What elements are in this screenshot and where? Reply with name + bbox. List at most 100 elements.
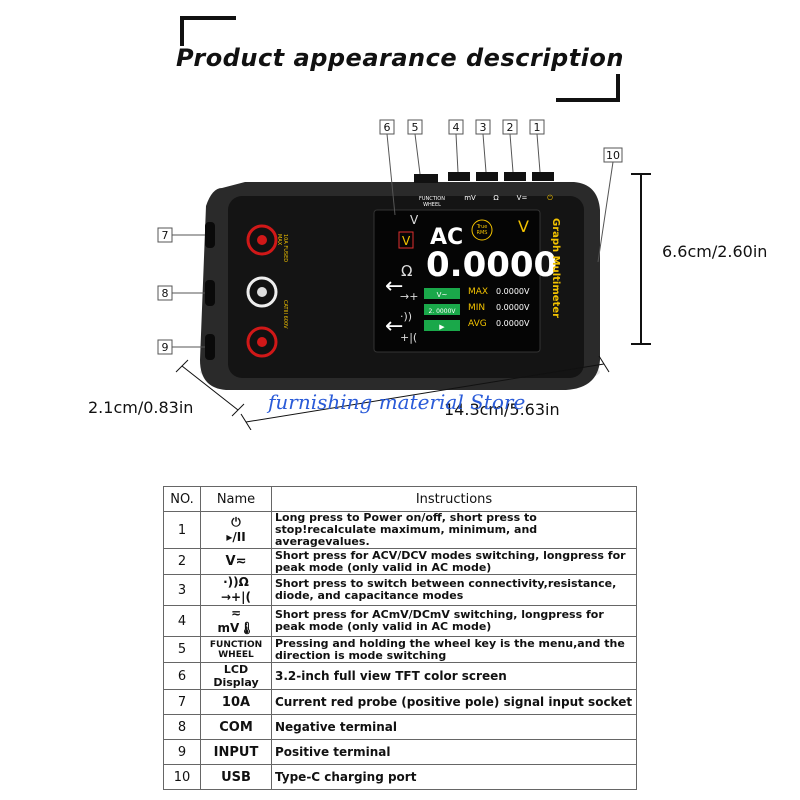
svg-text:2: 2 (507, 121, 514, 134)
row-name: V≂ (200, 548, 272, 575)
dimension-depth: 2.1cm/0.83in (88, 398, 194, 417)
row-no: 6 (163, 662, 201, 690)
screen-unit: V (518, 217, 529, 236)
screen-button-1 (424, 288, 460, 299)
svg-text:1: 1 (534, 121, 541, 134)
row-name: INPUT (200, 739, 272, 765)
jack-cat-label: CATIII 600V (282, 300, 288, 329)
jack-com-core (257, 287, 267, 297)
table-row: 1 ⏻▸/II Long press to Power on/off, shor… (163, 511, 637, 549)
continuity-ohm-diode-icon: ·))Ω→+|( (221, 575, 251, 604)
screen-reading: 0.0000 (426, 245, 557, 285)
svg-text:6: 6 (384, 121, 391, 134)
jack-fused-label: 10A FUSEDMAX (276, 234, 288, 262)
power-icon: ⏻ (547, 194, 553, 202)
avg-label: AVG (468, 319, 487, 329)
table-row: 3 ·))Ω→+|( Short press to switch between… (163, 574, 637, 606)
jack-10a-core (257, 235, 267, 245)
max-value: 0.0000V (496, 287, 530, 296)
side-text: Graph Multimeter (550, 218, 561, 318)
screen-mode: AC (430, 225, 463, 250)
table-row: 8 COM Negative terminal (163, 714, 637, 740)
row-no: 8 (163, 714, 201, 740)
instructions-table: NO. Name Instructions 1 ⏻▸/II Long press… (163, 486, 637, 790)
jack-input-core (257, 337, 267, 347)
svg-text:9: 9 (162, 341, 169, 354)
table-header-row: NO. Name Instructions (163, 486, 637, 512)
table-row: 2 V≂ Short press for ACV/DCV modes switc… (163, 548, 637, 575)
svg-text:10: 10 (606, 149, 620, 162)
title-corner-top-left-stem (180, 16, 184, 46)
top-buttons (414, 172, 554, 183)
row-text: Pressing and holding the wheel key is th… (271, 636, 637, 663)
table-row: 6 LCD Display 3.2-inch full view TFT col… (163, 662, 637, 690)
row-name: USB (200, 764, 272, 790)
header-name: Name (200, 486, 272, 512)
avg-value: 0.0000V (496, 319, 530, 328)
arrow-left-icon: ← (385, 274, 403, 299)
label-mv: mV (464, 194, 476, 202)
row-text: Short press for ACV/DCV modes switching,… (271, 548, 637, 575)
row-name: 10A (200, 689, 272, 715)
min-label: MIN (468, 303, 485, 313)
row-no: 1 (163, 511, 201, 549)
watermark: furnishing material Store (268, 390, 526, 414)
header-instructions: Instructions (271, 486, 637, 512)
row-no: 2 (163, 548, 201, 575)
row-name: ≂mV🌡 (200, 605, 272, 637)
callouts: 1 2 3 4 5 6 7 8 9 10 (157, 119, 623, 355)
table-row: 10 USB Type-C charging port (163, 764, 637, 790)
svg-text:5: 5 (412, 121, 419, 134)
true-rms-badge (471, 219, 493, 241)
screen-button-1-label: V~ (437, 291, 448, 299)
svg-text:4: 4 (453, 121, 460, 134)
label-ohm-icon: Ω (493, 194, 499, 202)
side-ports (205, 222, 215, 360)
svg-text:7: 7 (162, 229, 169, 242)
table-row: 4 ≂mV🌡 Short press for ACmV/DCmV switchi… (163, 605, 637, 637)
max-label: MAX (468, 287, 488, 297)
row-text: Current red probe (positive pole) signal… (271, 689, 637, 715)
screen-v-icon: V (410, 213, 419, 227)
header-no: NO. (163, 486, 201, 512)
millivolt-temp-icon: ≂mV🌡 (217, 606, 255, 635)
arrow-left-icon: ← (385, 314, 403, 339)
row-text: Type-C charging port (271, 764, 637, 790)
screen-button-2-label: 2. 0000V (428, 308, 456, 315)
screen-button-3-label: ▶ (439, 323, 445, 331)
row-no: 4 (163, 605, 201, 637)
capacitor-icon: +|( (400, 331, 417, 344)
continuity-icon: ·)) (400, 310, 412, 323)
row-no: 7 (163, 689, 201, 715)
svg-text:3: 3 (480, 121, 487, 134)
screen-ohm-icon: Ω (401, 262, 412, 280)
row-text: Long press to Power on/off, short press … (271, 511, 637, 549)
power-play-icon: ⏻▸/II (226, 515, 246, 544)
row-text: Positive terminal (271, 739, 637, 765)
row-no: 3 (163, 574, 201, 606)
table-row: 7 10A Current red probe (positive pole) … (163, 689, 637, 715)
screen-button-3 (424, 320, 460, 331)
label-v-dc: V= (517, 194, 528, 202)
row-name: ⏻▸/II (200, 511, 272, 549)
title-corner-bottom-right (556, 74, 620, 102)
diode-icon: →+ (400, 290, 418, 303)
screen-selected-frame (398, 231, 414, 249)
screen-v-ac-icon: V (402, 234, 411, 248)
row-text: Short press for ACmV/DCmV switching, lon… (271, 605, 637, 637)
row-text: Short press to switch between connectivi… (271, 574, 637, 606)
row-name: ·))Ω→+|( (200, 574, 272, 606)
title-corner-top-left (180, 16, 236, 46)
row-no: 10 (163, 764, 201, 790)
table-row: 9 INPUT Positive terminal (163, 739, 637, 765)
dimension-length: 14.3cm/5.63in (444, 400, 560, 419)
dimension-height: 6.6cm/2.60in (662, 242, 768, 261)
dimension-lines (175, 173, 651, 430)
row-text: 3.2-inch full view TFT color screen (271, 662, 637, 690)
min-value: 0.0000V (496, 303, 530, 312)
